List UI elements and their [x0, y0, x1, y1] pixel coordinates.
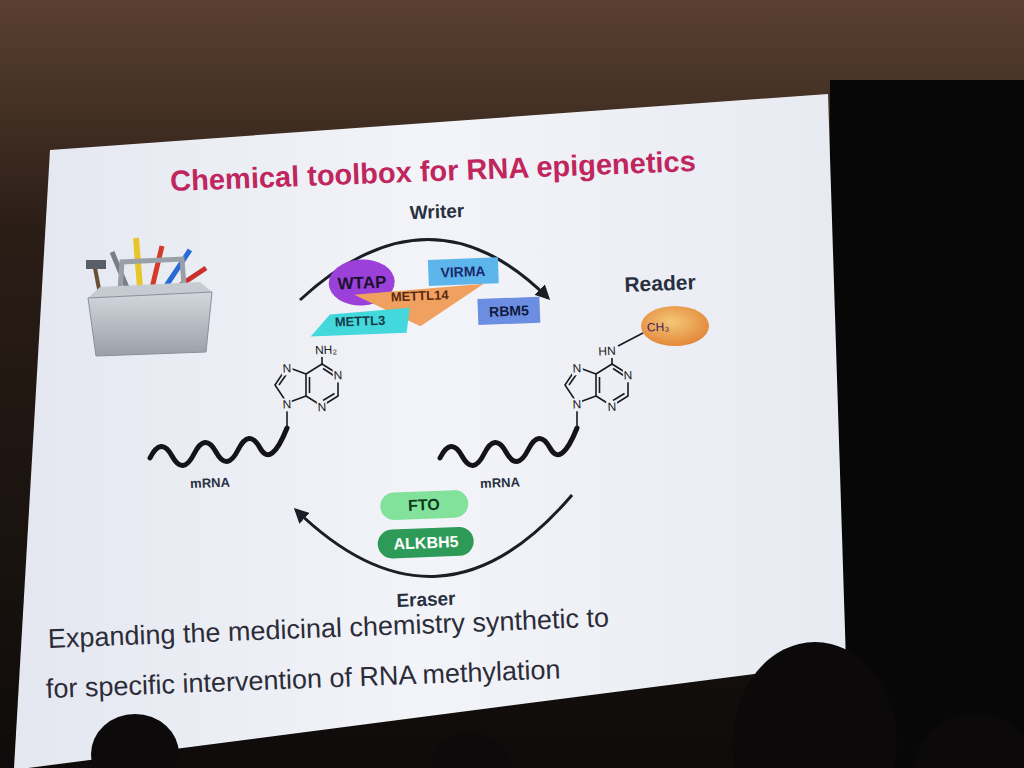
atom-label: CH₃ [647, 320, 670, 334]
adenine-structure [275, 354, 338, 428]
molecule-label: mRNA [190, 475, 230, 491]
atom-label: N [622, 369, 633, 383]
label-holder: mRNA [480, 473, 520, 491]
label-holder: N [571, 395, 582, 412]
methyladenine-structure [565, 333, 643, 428]
writer-protein: RBM5 [478, 297, 541, 325]
writer-protein: VIRMA [428, 258, 499, 287]
atom-label: NH₂ [314, 343, 338, 357]
head-silhouette [915, 713, 1024, 768]
protein-name: WTAP [337, 272, 387, 293]
wedge-outline [310, 308, 411, 337]
eraser-protein: ALKBH5 [377, 527, 474, 560]
reader-protein [641, 306, 709, 346]
protein-name: METTL3 [334, 314, 385, 331]
protein-name: METTL14 [390, 288, 448, 305]
protein-name: VIRMA [440, 263, 486, 281]
label-holder: N [622, 366, 633, 383]
label-holder: Eraser [396, 588, 456, 611]
atom-label: N [316, 401, 327, 415]
atom-label: N [281, 362, 292, 376]
label-holder: N [316, 398, 327, 415]
atom-label: HN [597, 345, 617, 359]
toolbox [88, 292, 212, 356]
head-silhouette [733, 642, 897, 768]
caption-line: Expanding the medicinal chemistry synthe… [47, 604, 609, 655]
role-label: Reader [624, 270, 696, 296]
eraser-arrow [296, 495, 572, 576]
caption-line: for specific intervention of RNA methyla… [45, 655, 561, 704]
eraser-protein: FTO [379, 490, 468, 521]
mrna-strand [150, 428, 287, 466]
label-holder: N [332, 366, 343, 383]
box-outline [478, 297, 541, 325]
head-silhouette [91, 714, 179, 768]
writer-protein: METTL3 [310, 308, 411, 337]
tool [152, 246, 162, 288]
atom-label: N [332, 369, 343, 383]
protein-name: FTO [408, 495, 440, 515]
head-silhouette [430, 734, 510, 768]
protein-name: ALKBH5 [393, 533, 459, 554]
projected-slide [14, 94, 846, 768]
label-holder: mRNA [190, 473, 230, 491]
label-holder: for specific intervention of RNA methyla… [45, 655, 561, 704]
mrna-strand [440, 428, 577, 466]
molecule-label: mRNA [480, 475, 520, 491]
atom-label: N [606, 401, 617, 415]
pill-outline [379, 490, 468, 521]
role-label: Writer [409, 202, 464, 225]
role-label: Eraser [396, 588, 456, 611]
label-holder: CH₃ [647, 317, 670, 334]
label-holder: N [281, 395, 292, 412]
atom-label: N [571, 398, 582, 412]
label-holder: N [571, 359, 582, 376]
label-holder: N [606, 398, 617, 415]
label-holder: Expanding the medicinal chemistry synthe… [47, 604, 609, 655]
label-holder: Reader [624, 270, 696, 296]
hammer-head [86, 260, 106, 269]
label-holder: HN [597, 342, 617, 359]
label-holder: N [281, 359, 292, 376]
toolbox-picture [86, 238, 212, 356]
box-outline [428, 258, 499, 287]
slide-title: Chemical toolbox for RNA epigenetics [170, 145, 697, 199]
pill-outline [377, 527, 474, 560]
atom-label: N [281, 398, 292, 412]
label-holder: NH₂ [314, 340, 339, 357]
protein-name: RBM5 [489, 302, 529, 320]
atom-label: N [571, 362, 582, 376]
title-holder: Chemical toolbox for RNA epigenetics [170, 145, 697, 199]
label-holder: Writer [409, 202, 464, 225]
